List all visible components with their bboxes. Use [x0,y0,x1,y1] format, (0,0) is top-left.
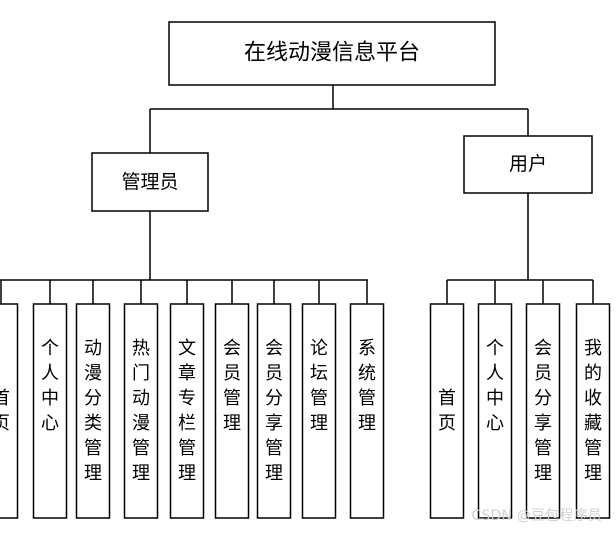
user-child-box [525,303,561,519]
user-box [463,135,593,194]
admin-child-label: 首页 [0,388,10,434]
user-child-box [477,303,513,519]
admin-child-label: 文章专栏管理 [178,338,196,484]
admin-child-box [0,303,19,519]
admin-child-label: 热门动漫管理 [132,338,150,484]
admin-child-box [169,303,205,519]
root-label: 在线动漫信息平台 [244,41,420,66]
admin-child-box [123,303,159,519]
admin-child-box [75,303,111,519]
user-child-label: 首页 [438,388,456,434]
admin-child-box [214,303,250,519]
user-child-label: 会员分享管理 [534,338,552,484]
admin-child-box [256,303,292,519]
admin-child-box [32,303,68,519]
user-child-label: 我的收藏管理 [584,338,602,484]
admin-label: 管理员 [121,171,178,193]
admin-child-label: 动漫分类管理 [84,338,102,484]
admin-child-label: 论坛管理 [310,338,328,434]
connector-lines [0,85,594,304]
user-label: 用户 [509,153,547,175]
admin-child-label: 会员管理 [223,338,241,434]
watermark: CSDN @豆包程序员 [471,508,602,524]
user-child-box [575,303,611,519]
root-box [168,21,496,86]
admin-child-label: 会员分享管理 [265,338,283,484]
admin-child-label: 系统管理 [358,338,376,434]
user-child-label: 个人中心 [486,338,504,434]
user-child-box [429,303,465,519]
admin-child-label: 个人中心 [41,338,59,434]
admin-box [91,152,209,212]
admin-child-box [301,303,337,519]
admin-child-box [349,303,385,519]
